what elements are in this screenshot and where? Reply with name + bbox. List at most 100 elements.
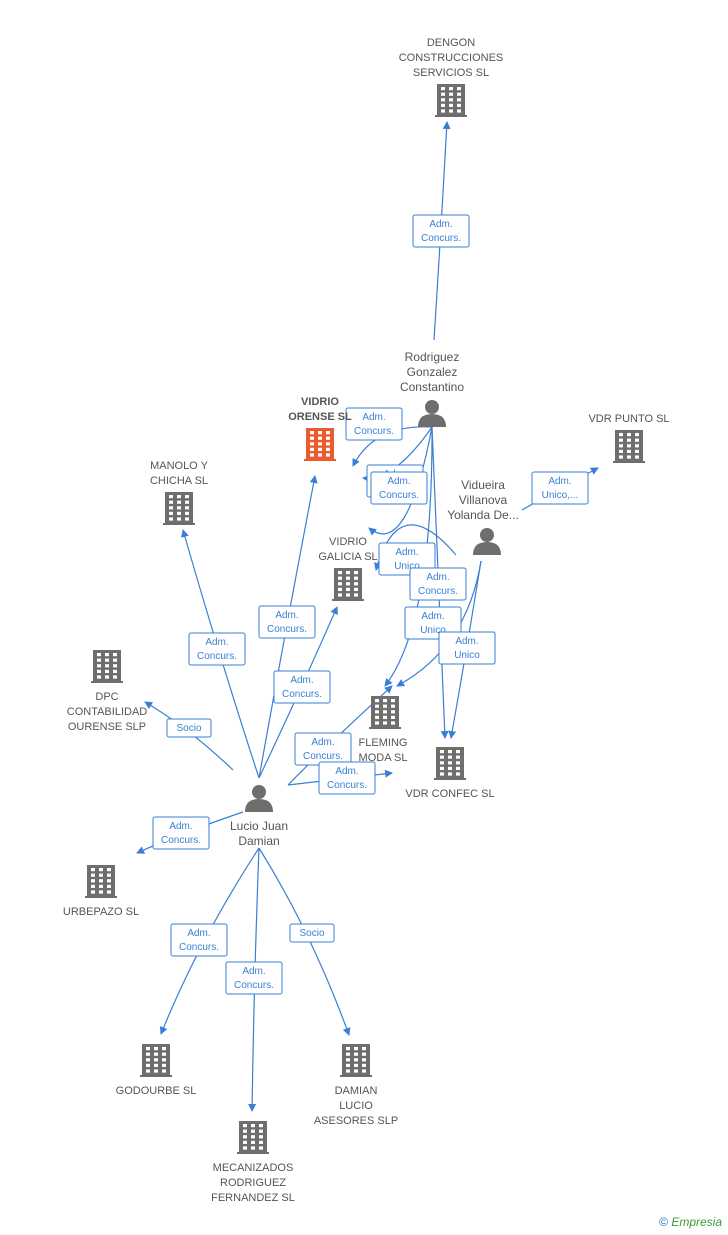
edge-label-box [378, 542, 436, 576]
edge-label[interactable]: Adm.Unico [378, 542, 436, 576]
node-vidrio_galicia[interactable]: VIDRIO GALICIA SL [318, 536, 378, 601]
edge-label-text: Concurs. [179, 942, 219, 953]
edge-label[interactable]: Adm.Concurs. [294, 732, 352, 766]
edge-label[interactable]: Adm. Concurs. [258, 605, 316, 639]
node-vdr_punto[interactable]: VDR PUNTO SL [588, 413, 670, 463]
edge-label-text: Concurs. [267, 624, 307, 635]
edge-label-text: Concurs. [234, 980, 274, 991]
node-label: VIDRIO [301, 396, 339, 408]
nodes-layer: DENGON CONSTRUCCIONES SERVICIOS SL VDR PUNT… [63, 37, 670, 1204]
edge-label[interactable]: Adm. Concurs. [188, 632, 246, 666]
edge-label-box [370, 471, 428, 505]
edge-label-text: Adm. [187, 928, 210, 939]
brand-name: Empresia [671, 1215, 722, 1229]
edge-label-text: Adm. [548, 476, 571, 487]
watermark: © Empresia [659, 1215, 722, 1229]
edge-label-box [289, 923, 335, 943]
edge-label-text: Concurs. [327, 780, 367, 791]
edge-label-box [225, 961, 283, 995]
node-dengon[interactable]: DENGON CONSTRUCCIONES SERVICIOS SL [399, 37, 504, 117]
node-label: FLEMING [359, 737, 408, 749]
edge-label[interactable]: Adm. Concurs. [318, 761, 376, 795]
edge-label-text: Adm. [275, 610, 298, 621]
node-label: VDR PUNTO SL [588, 413, 669, 425]
building-icon [613, 430, 645, 463]
node-urbepazo[interactable]: URBEPAZO SL [63, 865, 139, 918]
edge-label-box [318, 761, 376, 795]
edge-label[interactable]: Adm.Concurs. [225, 961, 283, 995]
edge-label-text: Adm. [362, 412, 385, 423]
edge-label-text: Socio [299, 928, 324, 939]
edge-label-text: Concurs. [379, 490, 419, 501]
edge-label-text: Concurs. [197, 651, 237, 662]
node-label: SERVICIOS SL [413, 67, 489, 79]
edge-label-text: Adm. [455, 636, 478, 647]
node-label: Gonzalez [407, 365, 458, 379]
edge-label-box [531, 471, 589, 505]
node-vdr_confec[interactable]: VDR CONFEC SL [405, 747, 495, 800]
copyright-symbol: © [659, 1215, 668, 1229]
node-label: DENGON [427, 37, 475, 49]
edge-label-text: Concurs. [161, 835, 201, 846]
node-label: Damian [238, 834, 279, 848]
node-label: CONSTRUCCIONES [399, 52, 504, 64]
node-label: MECANIZADOS [213, 1162, 294, 1174]
edge-label[interactable]: Adm.Concurs. [409, 567, 467, 601]
edge-label-text: Concurs. [418, 586, 458, 597]
node-label: GALICIA SL [318, 551, 377, 563]
node-label: ORENSE SL [288, 411, 352, 423]
node-label: FERNANDEZ SL [211, 1192, 295, 1204]
edge-label[interactable]: Adm.Unico,... [531, 471, 589, 505]
node-label: Constantino [400, 380, 464, 394]
building-icon [304, 428, 336, 461]
edge-label[interactable]: Adm. Concurs. [152, 816, 210, 850]
node-mecanizados[interactable]: MECANIZADOS RODRIGUEZ FERNANDEZ SL [211, 1121, 295, 1204]
node-label: URBEPAZO SL [63, 906, 139, 918]
edge-label[interactable]: Adm. Unico [438, 631, 496, 665]
edge-label-text: Adm. [429, 219, 452, 230]
person-icon [473, 528, 501, 555]
building-icon [91, 650, 123, 683]
edge-label-text: Socio [176, 723, 201, 734]
edge-label-text: Unico [454, 650, 480, 661]
node-label: Rodriguez [405, 350, 460, 364]
edge-label-box [258, 605, 316, 639]
building-icon [85, 865, 117, 898]
node-godourbe[interactable]: GODOURBE SL [116, 1044, 197, 1097]
node-label: OURENSE SLP [68, 721, 146, 733]
edge-label[interactable]: Adm.Concurs. [273, 670, 331, 704]
building-icon [369, 696, 401, 729]
node-label: DAMIAN [335, 1085, 378, 1097]
edge-label[interactable]: Socio [166, 718, 212, 738]
node-label: CONTABILIDAD [67, 706, 148, 718]
node-label: RODRIGUEZ [220, 1177, 286, 1189]
edge-label[interactable]: Socio [289, 923, 335, 943]
node-label: GODOURBE SL [116, 1085, 197, 1097]
node-label: Vidueira [461, 478, 505, 492]
edge-label-text: Adm. [169, 821, 192, 832]
node-label: Villanova [459, 493, 508, 507]
edge-label-text: Adm. [421, 611, 444, 622]
edge-label-text: Adm. [395, 547, 418, 558]
node-label: ASESORES SLP [314, 1115, 398, 1127]
node-label: VIDRIO [329, 536, 367, 548]
edge-label-text: Concurs. [282, 689, 322, 700]
edge-label[interactable]: Adm.Concurs. [345, 407, 403, 441]
edge-label-text: Concurs. [421, 233, 461, 244]
building-icon [340, 1044, 372, 1077]
edge-label-text: Adm. [205, 637, 228, 648]
edge-label[interactable]: Adm. Concurs. [412, 214, 470, 248]
edge-label-text: Adm. [335, 766, 358, 777]
edge-label[interactable]: Adm.Concurs. [370, 471, 428, 505]
edge-label[interactable]: Adm.Unico [404, 606, 462, 640]
node-vidrio_orense[interactable]: VIDRIO ORENSE SL [288, 396, 352, 461]
edge-label[interactable]: Adm. Concurs. [170, 923, 228, 957]
edge-label-box [166, 718, 212, 738]
